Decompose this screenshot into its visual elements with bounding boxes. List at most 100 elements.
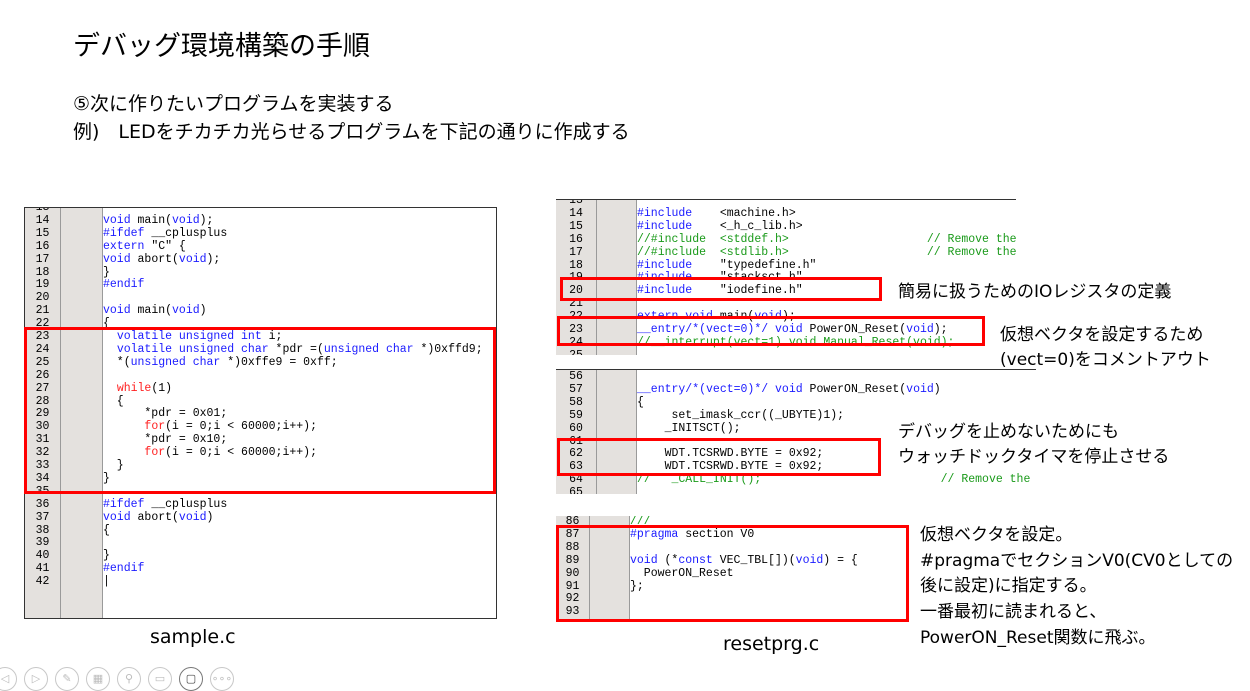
line-number: 13	[569, 199, 583, 207]
code-text[interactable]: extern "C" {	[103, 240, 186, 253]
highlight-vector-table	[556, 525, 909, 622]
code-token: ) = {	[823, 553, 858, 567]
code-text[interactable]: {	[103, 395, 124, 408]
step-text: ⑤次に作りたいプログラムを実装する	[73, 93, 394, 115]
slides-icon[interactable]: ▦	[86, 667, 110, 691]
code-text[interactable]: #include <_h_c_lib.h>	[637, 220, 803, 233]
previous-icon[interactable]: ◁	[0, 667, 17, 691]
code-text[interactable]: WDT.TCSRWD.BYTE = 0x92;	[637, 447, 824, 460]
code-text[interactable]: void main(void)	[103, 304, 207, 317]
code-token: while	[116, 381, 152, 395]
breakpoint-gutter	[61, 208, 103, 618]
code-text[interactable]: }	[103, 472, 110, 485]
code-text[interactable]: {	[103, 524, 110, 537]
code-token: section V0	[678, 527, 755, 541]
code-text[interactable]: while(1)	[103, 382, 172, 395]
camera-icon[interactable]: ▢	[179, 667, 203, 691]
code-text[interactable]: for(i = 0;i < 60000;i++);	[103, 446, 317, 459]
line-number: 88	[565, 540, 580, 554]
code-token: )	[199, 304, 207, 318]
code-text[interactable]: _INITSCT();	[637, 422, 741, 435]
code-token: );	[933, 323, 948, 336]
code-line: 27 while(1)	[25, 382, 496, 395]
code-text[interactable]: |	[103, 575, 110, 588]
code-line: 41#endif	[25, 562, 496, 575]
code-text[interactable]: #endif	[103, 278, 144, 291]
line-number: 89	[565, 553, 580, 567]
subtitles-icon[interactable]: ▭	[148, 667, 172, 691]
code-token: {	[103, 317, 110, 331]
line-number: 23	[569, 323, 583, 336]
code-text[interactable]: #ifdef __cplusplus	[103, 227, 227, 240]
code-token: main(	[130, 304, 173, 318]
code-text[interactable]: //#include <stdlib.h> // Remove the	[637, 246, 1016, 259]
code-text[interactable]: for(i = 0;i < 60000;i++);	[103, 420, 317, 433]
code-line: 15#ifdef __cplusplus	[25, 227, 496, 240]
code-text[interactable]: void abort(void);	[103, 253, 220, 266]
code-text[interactable]: set_imask_ccr((_UBYTE)1);	[637, 409, 845, 422]
code-token: #include	[637, 206, 693, 220]
code-token: for	[144, 446, 166, 460]
line-number: 33	[35, 459, 50, 472]
line-number: 19	[35, 278, 50, 292]
code-token: const	[678, 553, 713, 567]
pen-icon[interactable]: ✎	[55, 667, 79, 691]
code-line: 16//#include <stddef.h> // Remove the	[556, 233, 1016, 246]
code-token: void	[906, 323, 934, 336]
code-text[interactable]: void (*const VEC_TBL[])(void) = {	[630, 554, 858, 567]
code-token: }	[103, 459, 124, 472]
code-token: abort(	[130, 252, 179, 266]
code-token: );	[206, 252, 221, 266]
next-icon[interactable]: ▷	[24, 667, 48, 691]
code-text[interactable]: //#include <stddef.h> // Remove the	[637, 233, 1016, 246]
note-vec-5: PowerON_Reset関数に飛ぶ。	[920, 628, 1156, 648]
code-line: 40}	[25, 549, 496, 562]
note-vect-1: 仮想ベクタを設定するため	[1000, 325, 1204, 345]
code-token: WDT.TCSRWD.BYTE = 0x92;	[637, 460, 824, 474]
code-token: {	[103, 523, 110, 537]
more-icon[interactable]: ∘∘∘	[210, 667, 234, 691]
code-token: __cplusplus	[144, 497, 228, 511]
note-vec-2: #pragmaでセクションV0(CV0としての	[920, 551, 1234, 571]
code-text[interactable]: #include "iodefine.h"	[637, 284, 803, 297]
code-text[interactable]: *pdr = 0x10;	[103, 433, 227, 446]
code-text[interactable]: #include "typedefine.h"	[637, 259, 816, 272]
code-token: #include	[637, 258, 693, 272]
line-number: 25	[556, 349, 596, 355]
zoom-icon[interactable]: ⚲	[117, 667, 141, 691]
code-token: void	[630, 553, 658, 567]
line-number: 26	[35, 368, 50, 382]
code-token: PowerON_Reset	[630, 566, 734, 580]
code-text[interactable]: {	[103, 317, 110, 330]
code-token: //#include <stdlib.h> // Remove the	[637, 245, 1016, 259]
code-text[interactable]: #pragma section V0	[630, 528, 754, 541]
code-text[interactable]: volatile unsigned int i;	[103, 330, 283, 343]
code-text[interactable]: #ifdef __cplusplus	[103, 498, 227, 511]
code-token: volatile unsigned int	[116, 330, 262, 343]
code-text[interactable]: }	[103, 459, 124, 472]
code-text[interactable]: }	[103, 549, 110, 562]
code-token: (*	[657, 553, 679, 567]
line-number: 64	[569, 473, 583, 487]
code-text[interactable]: void main(void);	[103, 214, 213, 227]
code-text[interactable]: *pdr = 0x01;	[103, 407, 227, 420]
code-token: VEC_TBL[])(	[712, 553, 796, 567]
line-number: 92	[565, 592, 580, 606]
code-text[interactable]: #endif	[103, 562, 144, 575]
code-text[interactable]: __entry/*(vect=0)*/ void PowerON_Reset(v…	[637, 323, 948, 336]
code-text[interactable]: *(unsigned char *)0xffe9 = 0xff;	[103, 356, 338, 369]
code-text[interactable]: };	[630, 580, 644, 593]
code-text[interactable]: WDT.TCSRWD.BYTE = 0x92;	[637, 460, 824, 474]
code-text[interactable]: #include <machine.h>	[637, 207, 796, 220]
line-number: 20	[569, 284, 583, 298]
code-text[interactable]: void abort(void)	[103, 511, 213, 524]
code-text[interactable]: volatile unsigned char *pdr =(unsigned c…	[103, 343, 483, 356]
code-token: PowerON_Reset(	[802, 323, 907, 336]
code-text[interactable]: }	[103, 266, 110, 279]
code-text[interactable]: PowerON_Reset	[630, 567, 734, 580]
code-text[interactable]: // _CALL_INIT(); // Remove the comment	[637, 473, 1036, 486]
code-line: 29 *pdr = 0x01;	[25, 407, 496, 420]
code-text[interactable]: {	[637, 396, 644, 409]
code-text[interactable]: __entry/*(vect=0)*/ void PowerON_Reset(v…	[637, 383, 941, 396]
